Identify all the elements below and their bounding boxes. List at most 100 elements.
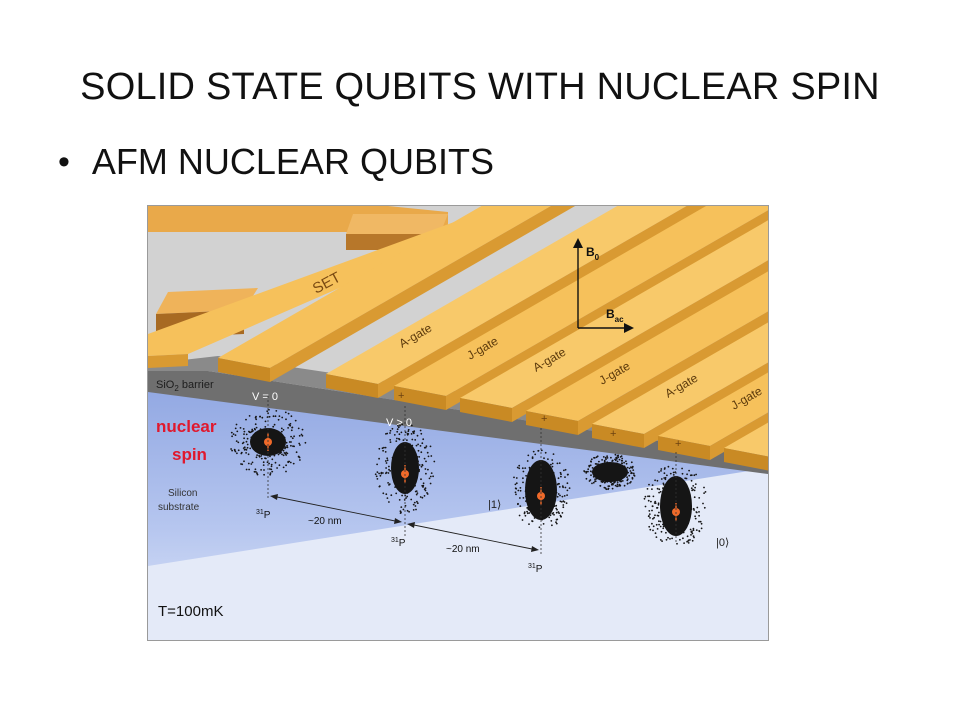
cloud-dot [415,493,418,496]
cloud-dot [559,494,561,497]
cloud-dot [243,433,245,435]
cloud-dot [402,508,405,511]
cloud-dot [658,471,660,473]
cloud-dot [618,458,621,461]
cloud-dot [518,464,521,467]
gate-strip-top-3 [394,206,768,396]
cloud-dot [519,497,521,499]
cloud-dot [555,511,558,514]
gate-strip-side-1 [270,206,576,382]
cloud-dot [279,452,281,455]
cloud-dot [614,453,617,456]
cloud-dot [382,492,385,495]
cloud-dot [526,510,528,513]
cloud-dot [284,446,287,449]
cloud-dot [272,425,275,428]
cloud-dot [531,457,534,460]
voltage-positive-label: V > 0 [386,417,412,429]
cloud-dot [246,443,249,446]
cloud-dot [387,482,389,484]
cloud-dot [398,437,400,440]
cloud-dot [425,460,427,463]
cloud-dot [608,485,611,487]
cloud-dot [406,495,409,498]
cloud-dot [698,511,700,513]
cloud-dot [247,453,250,456]
cloud-dot [388,501,390,503]
cloud-dot [274,461,277,464]
cloud-dot [268,408,270,411]
cloud-dot [526,460,529,462]
cloud-dot [628,467,631,470]
cloud-dot [553,513,555,516]
cloud-dot [551,459,554,461]
cloud-dot [415,490,418,492]
cloud-dot [263,469,265,471]
cloud-dot [291,426,294,429]
cloud-dot [654,514,656,517]
cloud-dot [649,528,652,531]
cloud-dot [379,474,382,477]
cloud-dot [601,459,603,461]
cloud-dot [230,448,232,450]
cloud-dot [651,522,653,525]
cloud-dot [248,430,250,433]
cloud-dot [524,467,527,469]
cloud-dot [250,463,253,465]
cloud-dot [304,441,307,444]
cloud-dot [523,512,526,515]
cloud-dot [527,454,530,457]
cloud-dot [694,515,696,518]
cloud-dot [656,487,659,490]
cloud-dot [515,477,518,479]
plus-sign-4: + [675,438,681,450]
cloud-dot [558,512,560,515]
cloud-dot [659,539,662,541]
p31-label-1: 31P [256,509,271,521]
cloud-dot [251,461,254,464]
cloud-dot [663,477,666,479]
cloud-dot [702,502,704,505]
cloud-dot [620,459,623,462]
cloud-dot [695,529,698,531]
cloud-dot [660,530,663,533]
cloud-dot [273,423,276,426]
cloud-dot [626,476,628,479]
cloud-dot [282,449,285,452]
gate-strip-top-1 [218,206,551,368]
cloud-dot [688,469,690,472]
cloud-dot [236,452,238,455]
cloud-dot [524,514,527,517]
p31-label-3: 31P [528,563,543,575]
cloud-dot [376,471,379,473]
gate-strip-top-7 [658,372,768,446]
cloud-dot [656,479,659,482]
cloud-dot [681,472,684,475]
cloud-dot [264,426,267,428]
substrate-label: substrate [158,502,200,513]
cloud-dot [588,465,591,468]
cloud-dot [287,412,290,415]
cloud-dot [378,472,380,475]
cloud-dot [429,482,432,485]
cloud-dot [400,431,403,434]
cloud-dot [429,445,432,448]
cloud-dot [559,500,562,503]
cloud-dot [266,410,269,413]
cloud-dot [385,462,388,464]
cloud-dot [519,489,522,492]
cloud-dot [651,505,654,507]
cloud-dot [426,493,429,495]
cloud-dot [405,497,407,499]
cloud-dot [415,508,417,511]
cloud-dot [422,438,425,441]
cloud-dot [386,432,389,435]
cloud-dot [251,428,254,431]
cloud-dot [605,458,607,461]
cloud-dot [518,467,521,470]
cloud-dot [425,445,428,447]
cloud-dot [241,463,244,466]
cloud-dot [284,452,287,455]
cloud-dot [528,466,531,469]
gate-strip-end-2 [326,374,378,398]
